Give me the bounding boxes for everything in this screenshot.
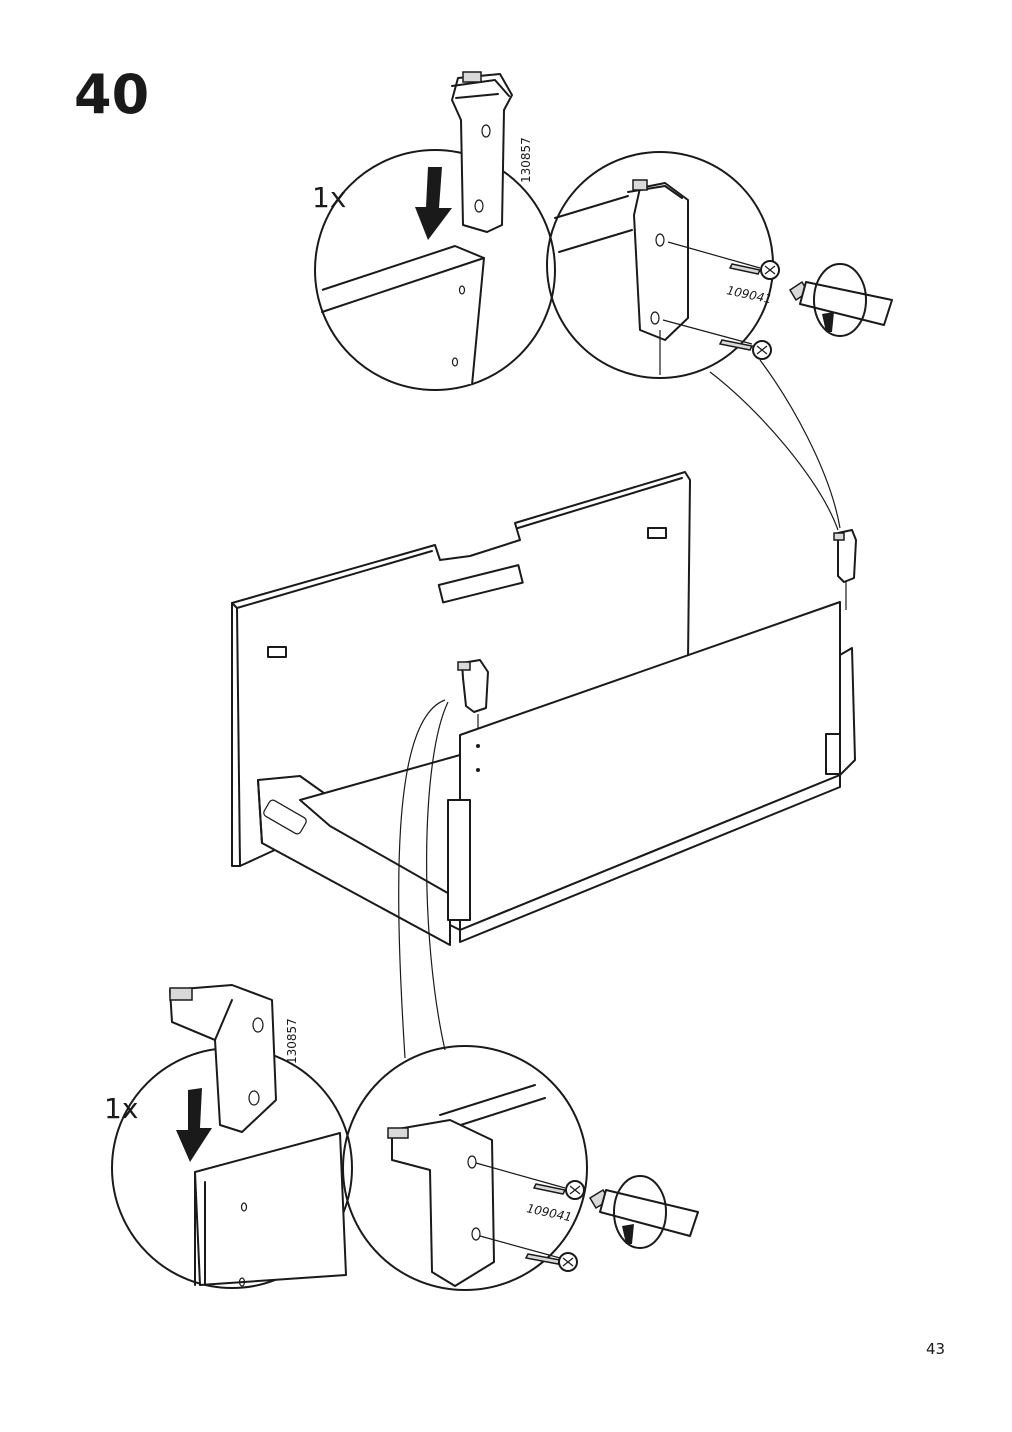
bracket-icon: [457, 659, 489, 740]
drawer-assembly: [231, 471, 857, 1059]
screw-icon: [479, 1235, 578, 1272]
rotate-clockwise-icon: [613, 1175, 667, 1249]
screw-icon: [662, 319, 772, 360]
rotate-clockwise-icon: [813, 263, 867, 337]
bottom-panel-edge: [194, 1132, 347, 1287]
top-quantity: 1x: [312, 181, 346, 214]
top-bracket-article: 130857: [519, 137, 533, 183]
top-screw-article: 109041: [725, 283, 773, 306]
bottom-right-detail-circle: [342, 1045, 588, 1291]
bottom-detail: 1x 130857 109041: [104, 984, 699, 1291]
top-panel-edge: [321, 245, 485, 386]
right-side-rail: [825, 647, 856, 776]
screwdriver-icon: [588, 1188, 699, 1237]
bottom-bracket-article: 130857: [285, 1018, 299, 1064]
bracket-icon: [451, 71, 513, 233]
screwdriver-icon: [788, 280, 893, 326]
page-number: 43: [926, 1340, 946, 1358]
screw-icon: [667, 241, 780, 280]
bottom-quantity: 1x: [104, 1092, 138, 1125]
arrow-down-icon: [415, 167, 452, 240]
screw-icon: [475, 1162, 585, 1200]
arrow-down-icon: [176, 1088, 212, 1162]
front-panel: [447, 601, 841, 943]
bottom-right-bracket: [387, 1119, 495, 1287]
bracket-icon: [169, 984, 277, 1133]
bottom-screw-article: 109041: [525, 1201, 573, 1224]
top-left-detail-circle: [314, 149, 556, 391]
step-number: 40: [74, 63, 150, 126]
top-right-bracket: [627, 179, 689, 375]
top-detail: 1x 130857: [312, 71, 893, 531]
bracket-icon: [833, 529, 857, 610]
